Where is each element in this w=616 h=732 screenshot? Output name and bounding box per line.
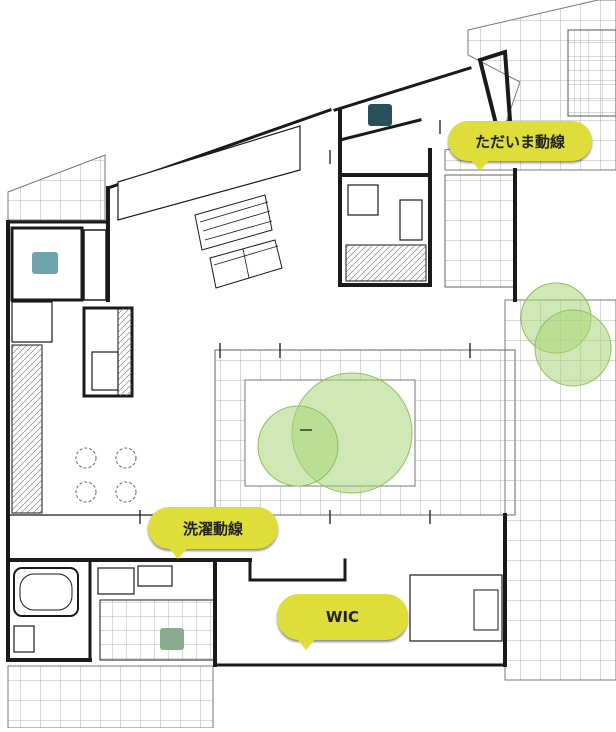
callout-tail — [168, 548, 187, 559]
tick-marks — [139, 120, 471, 524]
callout-tail — [296, 639, 315, 650]
entry-porch — [444, 174, 516, 288]
terrace-left-top — [7, 154, 106, 221]
terrace-bottom — [7, 665, 214, 729]
closet-room — [345, 184, 427, 282]
callout-wic: WIC — [277, 594, 408, 650]
sink-marker-icon — [32, 252, 58, 274]
tree-icon — [257, 282, 612, 494]
left-rooms — [10, 226, 134, 514]
callout-wic-label: WIC — [325, 608, 360, 626]
dining-chair-icon — [75, 447, 137, 503]
callout-tadaima: ただいま動線 — [448, 121, 592, 171]
living-furniture — [194, 194, 283, 289]
bathtub-icon — [13, 567, 79, 617]
callout-sentaku-label: 洗濯動線 — [182, 519, 243, 538]
storage-marker-icon — [160, 628, 184, 650]
washroom-fixtures — [97, 565, 503, 661]
toilet-icon — [13, 625, 35, 653]
laundry-marker-icon — [368, 104, 392, 126]
stair-icon — [11, 344, 43, 514]
callout-tail — [470, 160, 489, 171]
callout-sentaku: 洗濯動線 — [148, 507, 278, 559]
callout-tadaima-label: ただいま動線 — [474, 132, 565, 151]
walls — [6, 49, 517, 667]
